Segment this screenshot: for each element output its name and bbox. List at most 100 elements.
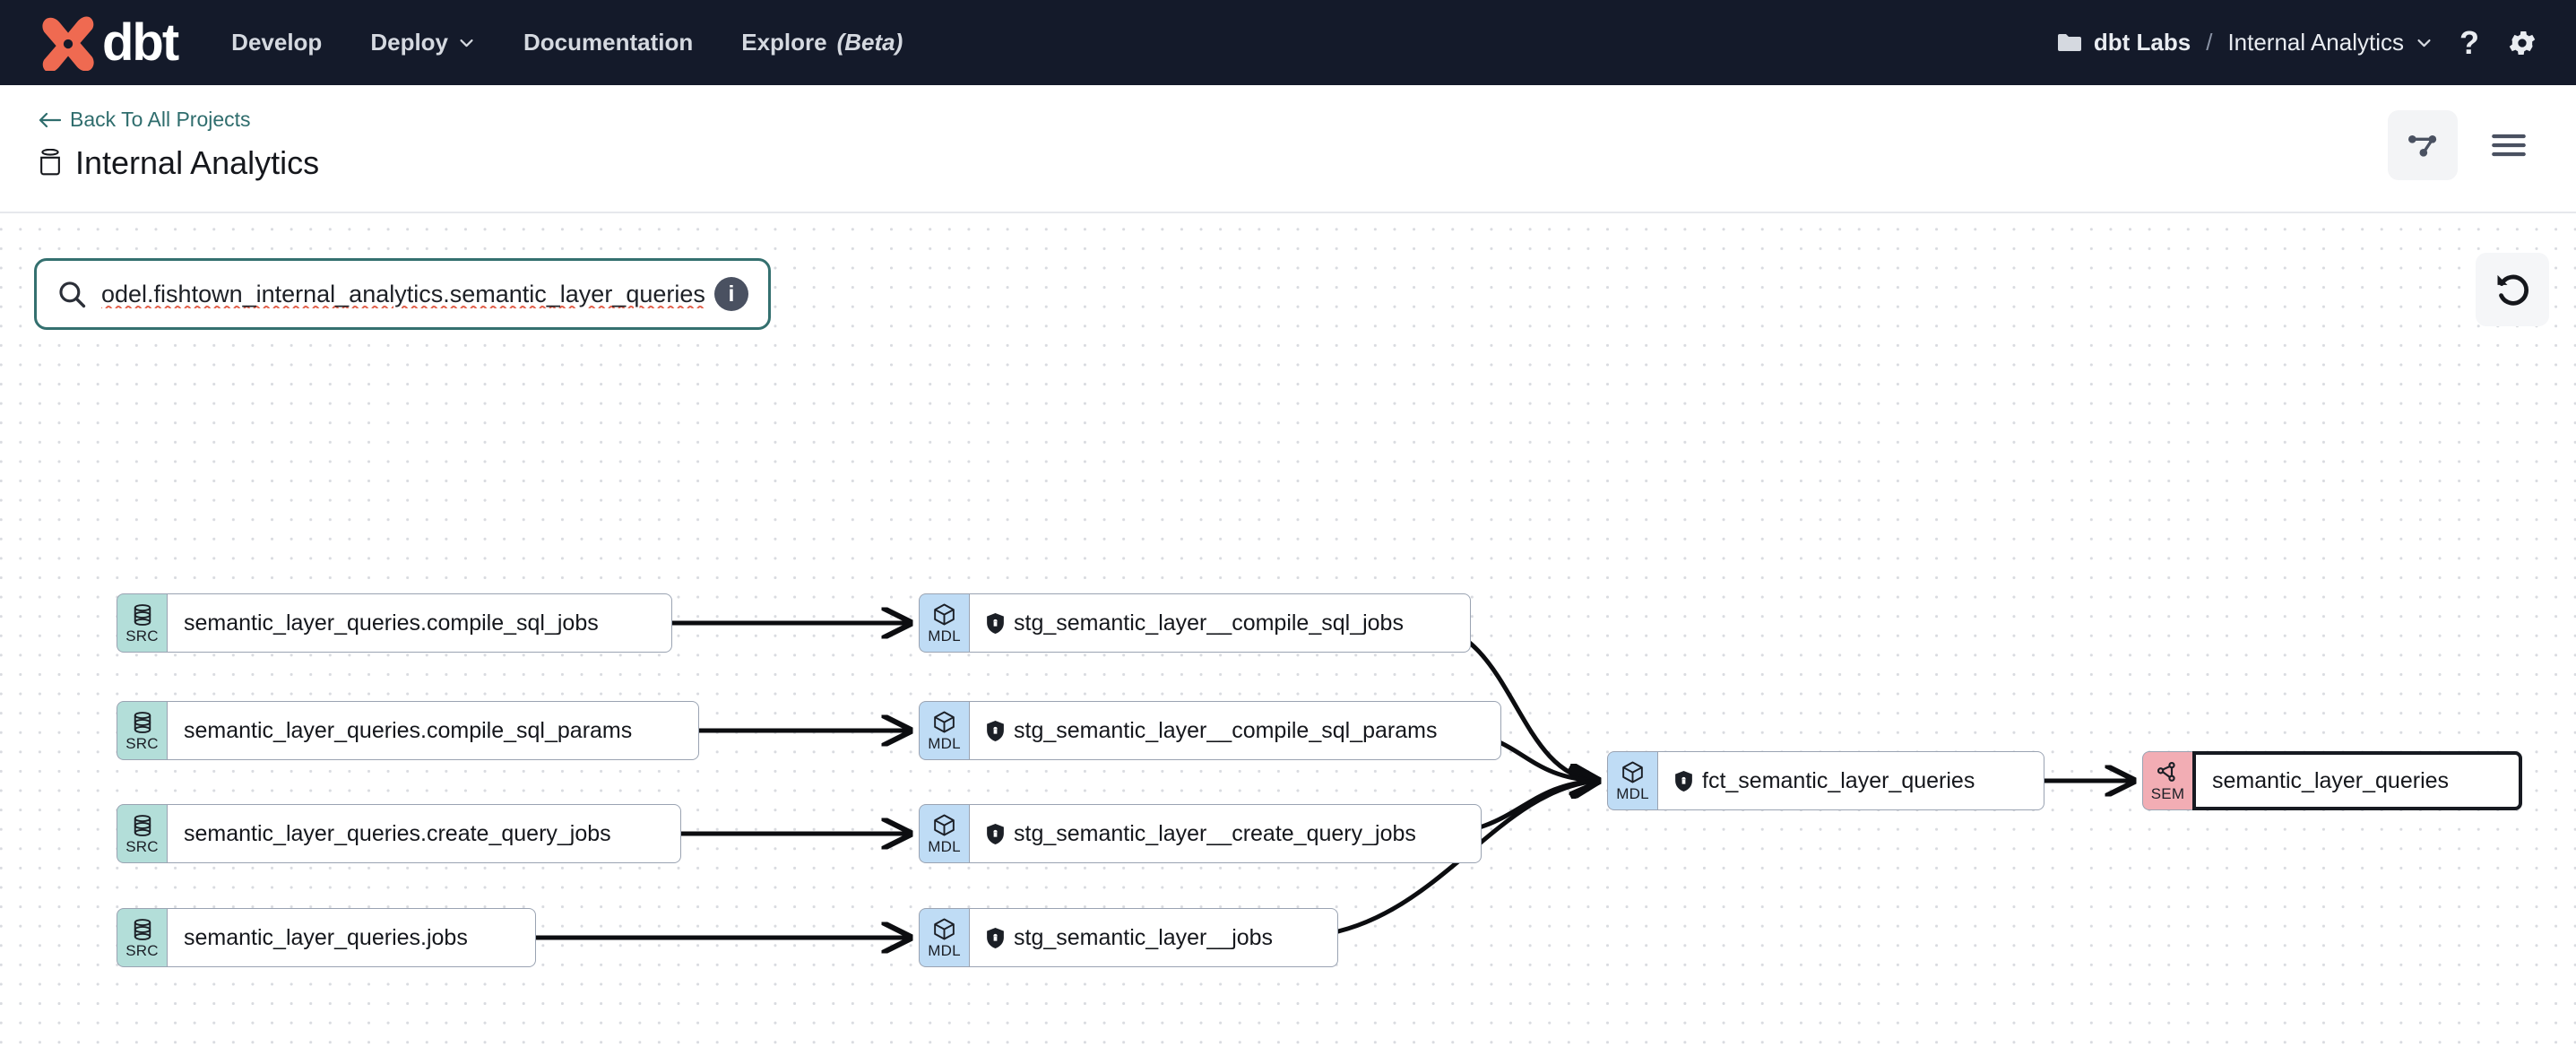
org-breadcrumb[interactable]: dbt Labs / Internal Analytics bbox=[2057, 29, 2433, 56]
question-mark-icon: ? bbox=[2459, 23, 2479, 61]
nav-link-explore[interactable]: Explore (Beta) bbox=[741, 29, 903, 56]
nav-link-deploy-label: Deploy bbox=[370, 29, 449, 56]
database-cylinder-icon-wrap bbox=[131, 602, 154, 627]
database-cylinder-icon bbox=[134, 603, 151, 626]
nav-link-develop[interactable]: Develop bbox=[231, 29, 322, 56]
node-body[interactable]: semantic_layer_queries bbox=[2192, 751, 2522, 810]
node-kind-label: MDL bbox=[928, 735, 961, 752]
shield-lock-icon bbox=[987, 927, 1004, 948]
database-cylinder-icon bbox=[134, 918, 151, 940]
dbt-logo-link[interactable]: dbt bbox=[38, 15, 179, 71]
info-icon[interactable]: i bbox=[714, 277, 748, 311]
nav-right-cluster: dbt Labs / Internal Analytics ? bbox=[2057, 23, 2538, 61]
node-kind-badge-mdl: MDL bbox=[919, 593, 969, 653]
lineage-node-sem[interactable]: SEM semantic_layer_queries bbox=[2142, 751, 2522, 810]
nav-link-develop-label: Develop bbox=[231, 29, 323, 56]
chevron-down-icon bbox=[460, 39, 473, 48]
help-button[interactable]: ? bbox=[2459, 23, 2479, 61]
page-title: Internal Analytics bbox=[75, 144, 320, 181]
lineage-node-src4[interactable]: SRC semantic_layer_queries.jobs bbox=[117, 908, 536, 967]
cube-icon-wrap bbox=[932, 710, 956, 734]
node-kind-badge-src: SRC bbox=[117, 593, 167, 653]
node-body[interactable]: semantic_layer_queries.compile_sql_jobs bbox=[167, 593, 672, 653]
gear-icon bbox=[2509, 30, 2536, 55]
top-navigation-bar: dbt Develop Deploy Documentation Explore… bbox=[0, 0, 2576, 85]
shield-lock-icon bbox=[987, 823, 1004, 844]
breadcrumb-separator: / bbox=[2206, 29, 2213, 56]
lineage-search-box[interactable]: odel.fishtown_internal_analytics.semanti… bbox=[34, 258, 771, 330]
node-kind-label: MDL bbox=[928, 838, 961, 855]
search-input[interactable]: odel.fishtown_internal_analytics.semanti… bbox=[101, 280, 705, 307]
node-label: stg_semantic_layer__compile_sql_jobs bbox=[1014, 610, 1404, 636]
cube-icon-wrap bbox=[932, 602, 956, 627]
cube-icon bbox=[934, 918, 955, 940]
node-body[interactable]: fct_semantic_layer_queries bbox=[1657, 751, 2044, 810]
lineage-node-mdl4[interactable]: MDL stg_semantic_layer__jobs bbox=[919, 908, 1338, 967]
node-body[interactable]: semantic_layer_queries.jobs bbox=[167, 908, 536, 967]
lineage-graph-icon bbox=[2408, 135, 2437, 157]
database-cylinder-icon-wrap bbox=[131, 813, 154, 837]
dbt-logo-icon bbox=[42, 15, 94, 71]
node-label: semantic_layer_queries.compile_sql_param… bbox=[184, 717, 633, 743]
node-kind-label: SRC bbox=[125, 838, 159, 855]
lineage-node-src3[interactable]: SRC semantic_layer_queries.create_query_j… bbox=[117, 804, 681, 863]
database-cylinder-icon bbox=[134, 814, 151, 836]
cube-icon bbox=[1622, 761, 1643, 783]
database-cylinder-icon bbox=[134, 711, 151, 733]
semantic-graph-icon bbox=[2157, 761, 2175, 782]
lineage-node-fct[interactable]: MDL fct_semantic_layer_queries bbox=[1607, 751, 2044, 810]
node-kind-badge-mdl: MDL bbox=[919, 701, 969, 760]
lineage-node-mdl1[interactable]: MDL stg_semantic_layer__compile_sql_jobs bbox=[919, 593, 1471, 653]
lineage-node-mdl3[interactable]: MDL stg_semantic_layer__create_query_jobs bbox=[919, 804, 1482, 863]
nav-link-deploy[interactable]: Deploy bbox=[370, 29, 475, 56]
reset-view-button[interactable] bbox=[2476, 253, 2549, 326]
folder-icon bbox=[2057, 33, 2081, 51]
lineage-view-button[interactable] bbox=[2388, 110, 2458, 180]
node-kind-label: SRC bbox=[125, 942, 159, 959]
node-kind-label: SRC bbox=[125, 735, 159, 752]
node-kind-label: SRC bbox=[125, 627, 159, 645]
nav-links: Develop Deploy Documentation Explore (Be… bbox=[231, 29, 903, 56]
cube-icon-wrap bbox=[1621, 760, 1645, 784]
database-cylinder-icon-wrap bbox=[131, 917, 154, 941]
node-body[interactable]: semantic_layer_queries.compile_sql_param… bbox=[167, 701, 699, 760]
header-actions bbox=[2388, 110, 2544, 180]
shield-lock-icon bbox=[987, 720, 1004, 741]
nav-link-documentation[interactable]: Documentation bbox=[523, 29, 693, 56]
node-kind-label: SEM bbox=[2150, 785, 2185, 802]
node-kind-badge-src: SRC bbox=[117, 701, 167, 760]
node-label: stg_semantic_layer__jobs bbox=[1014, 924, 1274, 950]
node-label: stg_semantic_layer__create_query_jobs bbox=[1014, 820, 1416, 846]
nav-link-explore-label: Explore bbox=[741, 29, 827, 56]
database-icon bbox=[40, 149, 60, 176]
semantic-graph-icon-wrap bbox=[2156, 760, 2180, 784]
shield-lock-icon bbox=[987, 612, 1004, 634]
shield-lock-icon bbox=[1675, 770, 1692, 792]
nav-link-explore-beta-tag: (Beta) bbox=[836, 29, 903, 56]
node-body[interactable]: stg_semantic_layer__create_query_jobs bbox=[969, 804, 1482, 863]
node-kind-badge-src: SRC bbox=[117, 804, 167, 863]
lineage-node-src2[interactable]: SRC semantic_layer_queries.compile_sql_pa… bbox=[117, 701, 699, 760]
back-to-all-projects-link[interactable]: Back To All Projects bbox=[38, 108, 251, 132]
chevron-down-icon bbox=[2417, 39, 2431, 48]
node-kind-label: MDL bbox=[1616, 785, 1649, 802]
lineage-node-src1[interactable]: SRC semantic_layer_queries.compile_sql_jo… bbox=[117, 593, 672, 653]
node-kind-badge-mdl: MDL bbox=[919, 908, 969, 967]
node-kind-badge-sem: SEM bbox=[2142, 751, 2192, 810]
page-header: Back To All Projects Internal Analytics bbox=[0, 85, 2576, 213]
settings-button[interactable] bbox=[2506, 27, 2538, 59]
node-body[interactable]: stg_semantic_layer__compile_sql_jobs bbox=[969, 593, 1471, 653]
org-name: dbt Labs bbox=[2093, 29, 2191, 56]
cube-icon-wrap bbox=[932, 917, 956, 941]
node-body[interactable]: semantic_layer_queries.create_query_jobs bbox=[167, 804, 681, 863]
node-body[interactable]: stg_semantic_layer__jobs bbox=[969, 908, 1338, 967]
node-label: semantic_layer_queries.create_query_jobs bbox=[184, 820, 611, 846]
node-kind-label: MDL bbox=[928, 942, 961, 959]
lineage-node-mdl2[interactable]: MDL stg_semantic_layer__compile_sql_param… bbox=[919, 701, 1501, 760]
menu-button[interactable] bbox=[2474, 110, 2544, 180]
node-kind-badge-mdl: MDL bbox=[1607, 751, 1657, 810]
node-label: semantic_layer_queries bbox=[2212, 767, 2450, 793]
project-name: Internal Analytics bbox=[2227, 29, 2404, 56]
node-label: semantic_layer_queries.jobs bbox=[184, 924, 468, 950]
node-body[interactable]: stg_semantic_layer__compile_sql_params bbox=[969, 701, 1501, 760]
